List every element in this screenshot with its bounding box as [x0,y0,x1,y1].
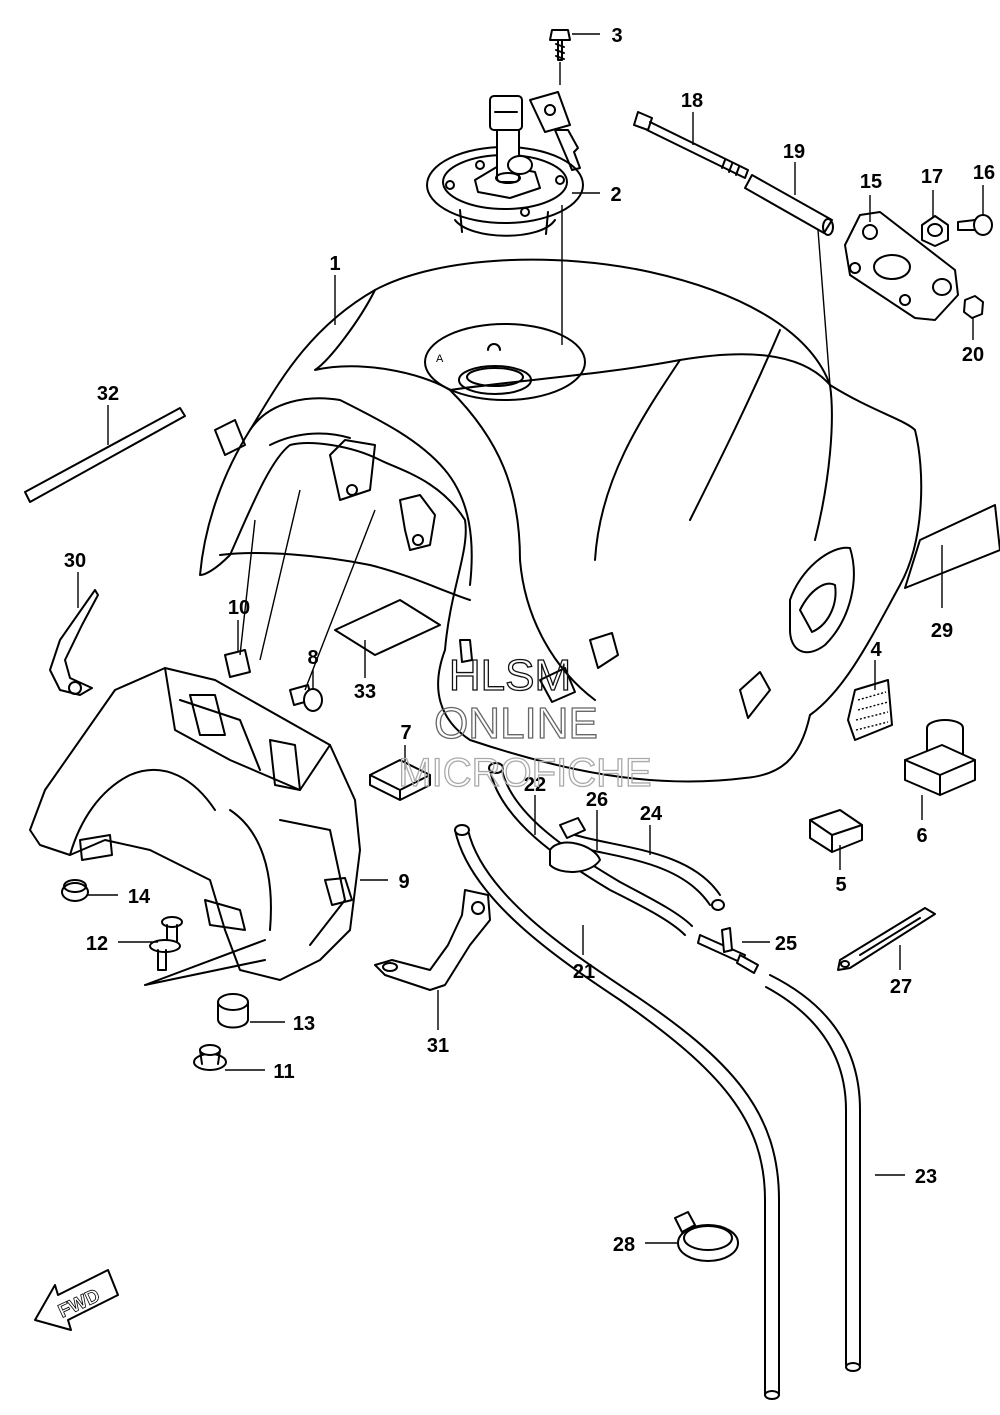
cushion-5 [809,809,863,853]
cushion-6 [904,719,976,796]
spacer-19 [744,174,834,236]
callout-14: 14 [128,886,151,908]
callout-21: 21 [573,961,595,983]
pad-7 [369,759,431,801]
watermark: HLSM ONLINE MICROFICHE [398,650,653,795]
clip-26 [549,841,601,873]
bolt-12 [149,916,183,971]
callout-31: 31 [427,1035,449,1057]
fuel-cap-assembly [426,91,584,237]
fuel-tank: A [199,258,923,783]
strap-27 [837,907,936,971]
watermark-line-2: ONLINE [434,699,598,748]
callout-20: 20 [962,344,984,366]
callout-11: 11 [273,1061,294,1083]
bracket-15 [844,211,959,321]
callout-26: 26 [586,789,608,811]
clamp-28 [674,1211,739,1262]
callout-22: 22 [524,774,546,796]
tank-marking-a: A [436,353,444,365]
callout-15: 15 [860,171,882,193]
screw-16 [957,214,993,236]
nut-17 [921,215,949,247]
callout-28: 28 [613,1234,635,1256]
callout-18: 18 [681,90,703,112]
callout-32: 32 [97,383,119,405]
nut-20 [963,295,984,319]
callout-3: 3 [611,25,622,47]
strip-32 [24,407,186,503]
callout-10: 10 [228,597,250,619]
callout-9: 9 [398,871,409,893]
hose-23 [765,974,861,1372]
pad-10 [224,649,251,678]
hose-24 [559,817,725,911]
callout-29: 29 [931,620,953,642]
bolt-8 [289,684,323,712]
callout-12: 12 [86,933,108,955]
callout-33: 33 [354,681,376,703]
collar-11 [193,1044,227,1071]
joint-25 [697,927,759,974]
rubber-13 [217,993,249,1029]
hose-21 [454,824,780,1400]
callout-19: 19 [783,141,805,163]
callout-6: 6 [916,825,927,847]
label-29 [904,504,1000,589]
callout-23: 23 [915,1166,937,1188]
bolt-18 [633,111,749,179]
bracket-31 [374,889,491,991]
callout-25: 25 [775,933,797,955]
callout-24: 24 [640,803,663,825]
callout-16: 16 [973,162,995,184]
label-33 [334,599,441,656]
callout-labels: 1 2 3 4 5 6 7 8 9 10 11 12 13 14 15 16 1… [64,25,995,1256]
callout-17: 17 [921,166,943,188]
hose-22 [488,762,693,936]
bracket-30 [49,589,99,696]
callout-2: 2 [610,184,621,206]
callout-7: 7 [400,722,411,744]
callout-5: 5 [835,874,846,896]
watermark-line-3: MICROFICHE [398,751,651,795]
callout-8: 8 [307,647,318,669]
callout-4: 4 [870,639,882,661]
callout-30: 30 [64,550,86,572]
tank-support-9 [29,667,361,986]
screw-3 [549,29,571,61]
reflector-4 [847,679,893,741]
callout-13: 13 [293,1013,315,1035]
grommet-14 [61,879,89,902]
leader-lines [77,33,984,1244]
callout-1: 1 [329,253,340,275]
callout-27: 27 [890,976,912,998]
watermark-line-1: HLSM [449,651,571,700]
fwd-arrow: FWD [34,1269,119,1331]
